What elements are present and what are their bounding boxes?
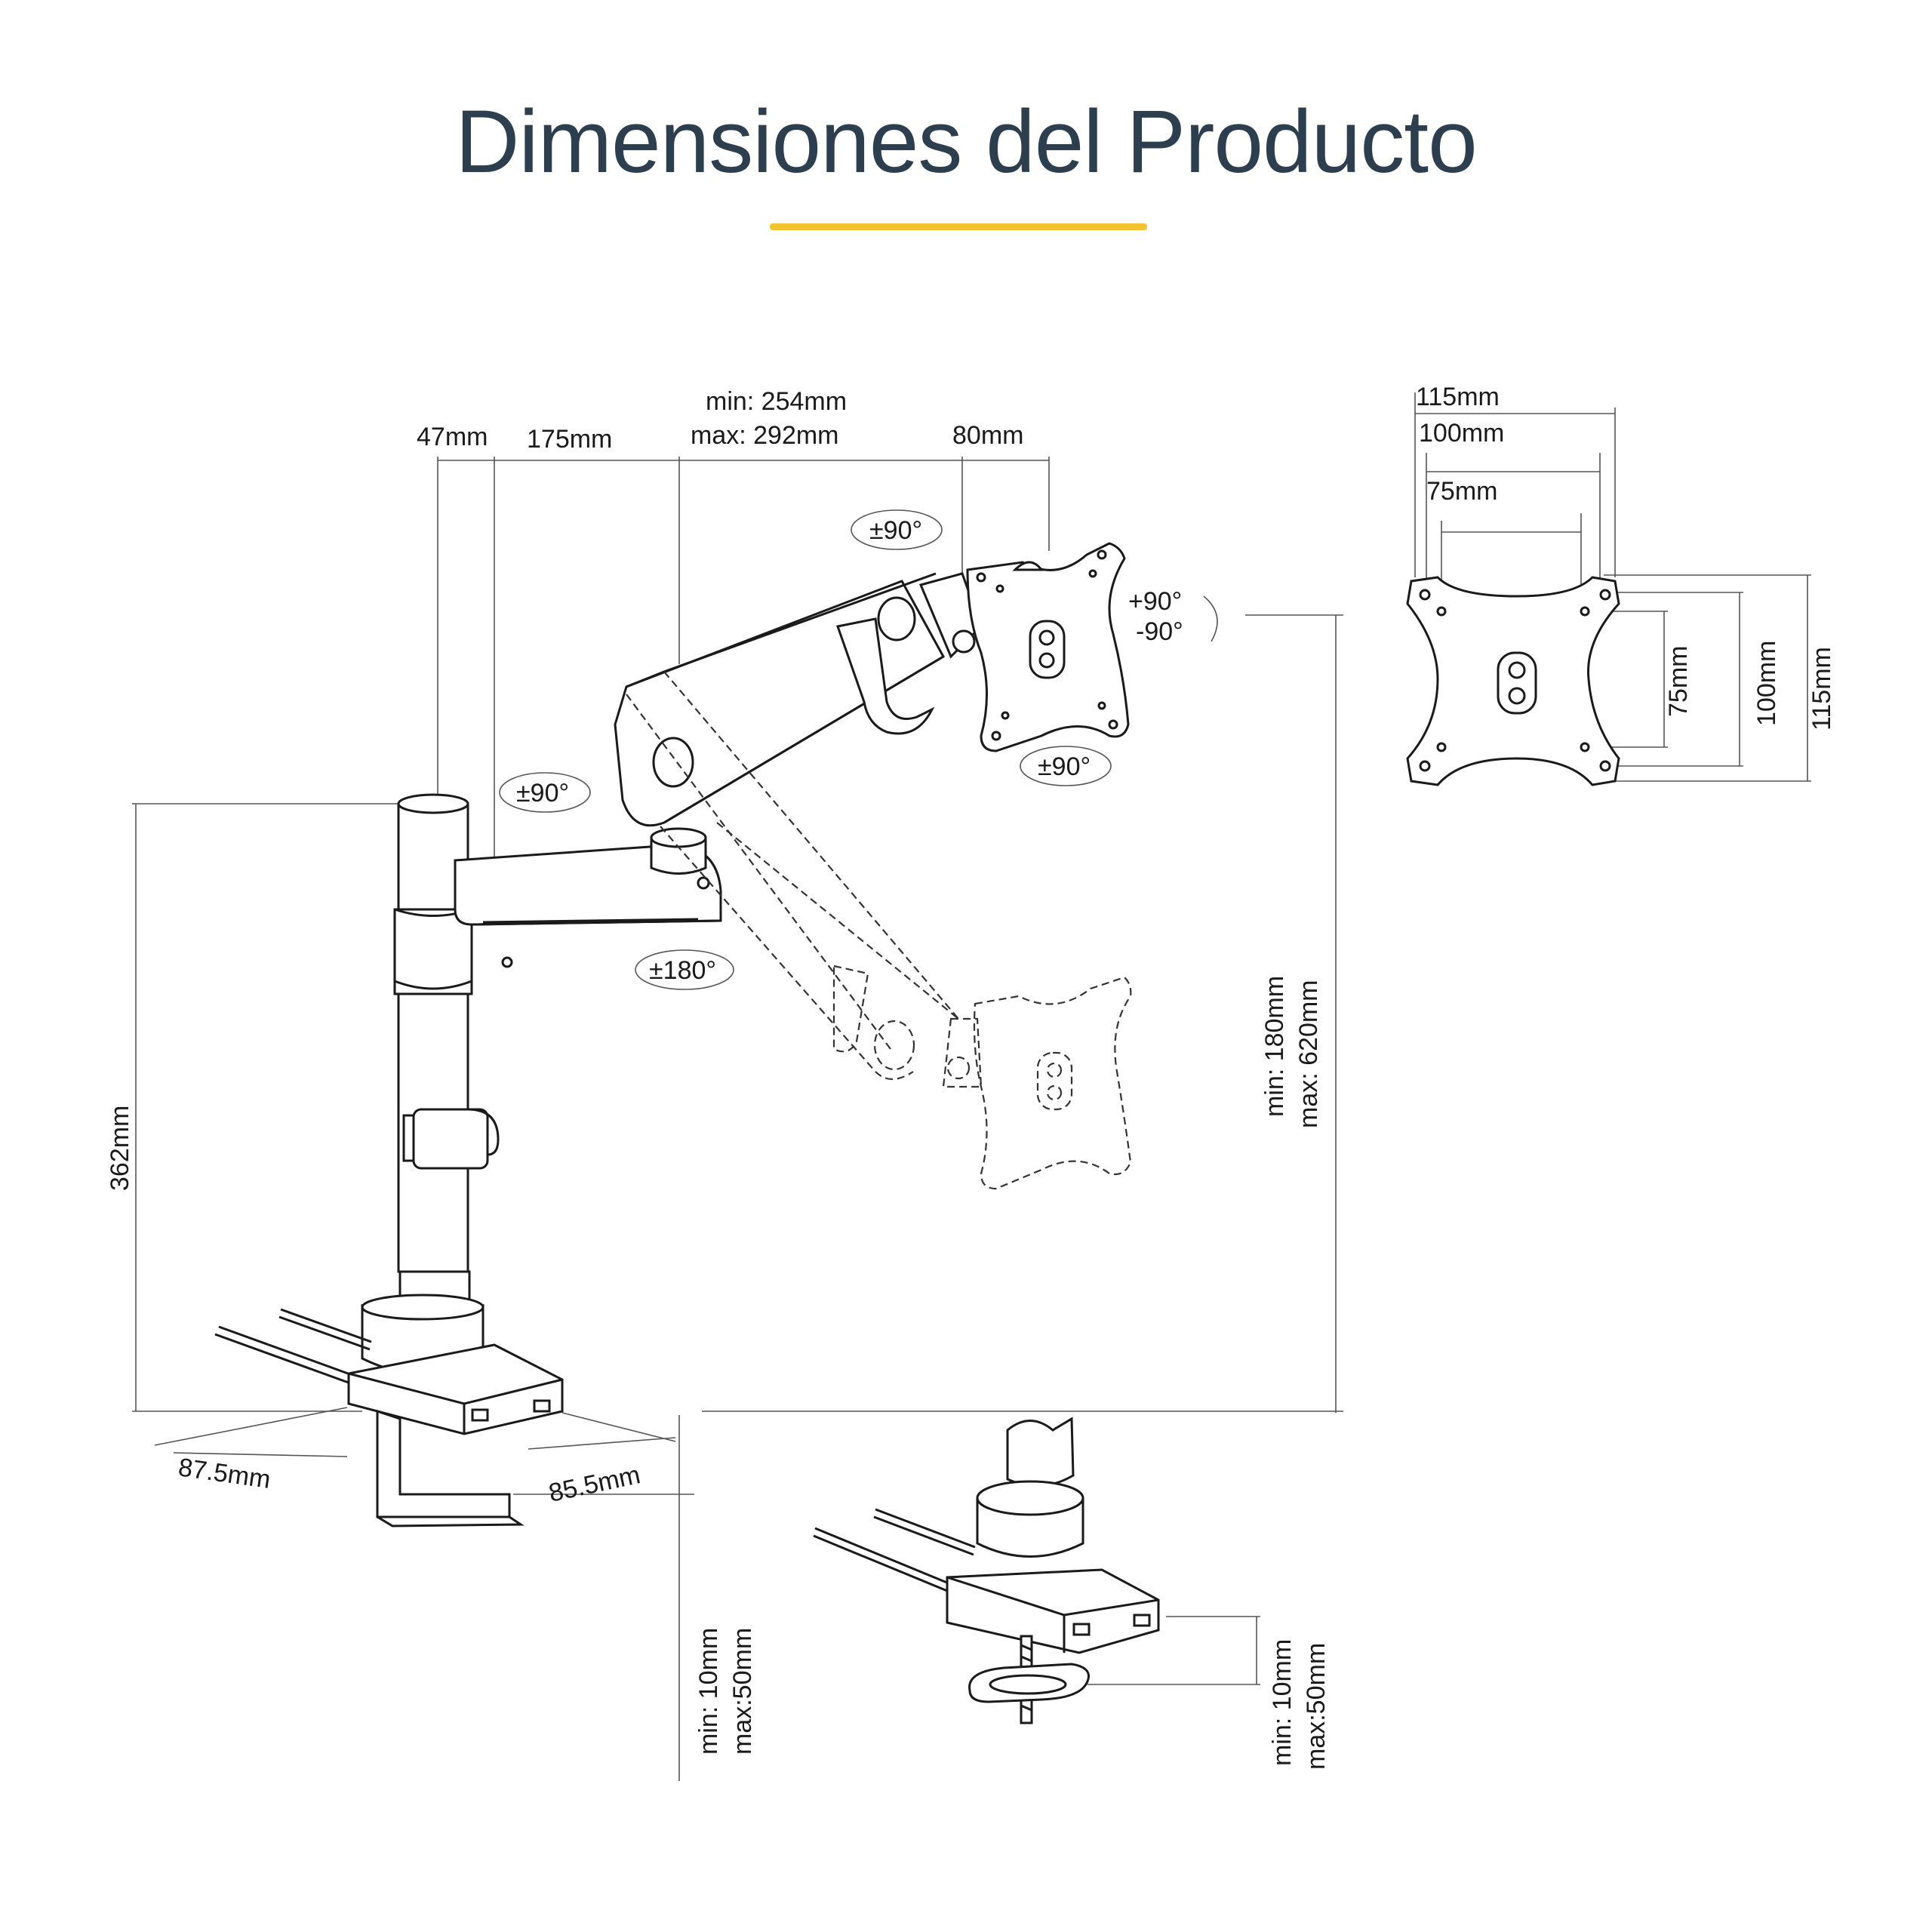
vesa-side-75: 75mm <box>1664 646 1693 717</box>
rot-swivel-pole: ±90° <box>516 779 569 808</box>
desk-rails <box>214 1308 372 1386</box>
rot-plate: ±90° <box>1038 752 1091 781</box>
dim-base-width: 85.5mm <box>546 1460 643 1508</box>
dim-arm-second-max: max: 292mm <box>691 421 839 450</box>
dim-base-depth: 87.5mm <box>177 1453 272 1494</box>
dim-pole-top: 47mm <box>417 423 488 451</box>
dim-pole-height: 362mm <box>106 1106 134 1191</box>
vesa-plate-down <box>973 976 1132 1190</box>
dim-grommet-min: min: 10mm <box>1268 1639 1297 1766</box>
dim-height-min: min: 180mm <box>1260 976 1289 1117</box>
page-title: Dimensiones del Producto <box>455 92 1477 192</box>
vesa-side-115: 115mm <box>1807 647 1836 731</box>
vesa-side-100: 100mm <box>1752 641 1781 726</box>
first-arm <box>454 827 722 926</box>
rot-tilt-minus: -90° <box>1136 617 1183 646</box>
pole-height-dimension <box>132 803 434 1412</box>
dim-head: 80mm <box>952 421 1023 450</box>
base-clamp <box>347 1343 564 1527</box>
grommet-detail <box>813 1417 1260 1724</box>
vesa-plate-up <box>966 542 1130 752</box>
vesa-top-75: 75mm <box>1426 477 1497 506</box>
base-dimension-lines <box>154 1407 694 1781</box>
second-arm-up <box>614 572 983 827</box>
dim-height-max: max: 620mm <box>1294 980 1323 1129</box>
total-height-dimension <box>702 614 1343 1413</box>
dim-arm-first: 175mm <box>527 425 612 454</box>
vesa-top-100: 100mm <box>1419 419 1504 448</box>
dim-clamp-min: min: 10mm <box>694 1628 723 1755</box>
dim-grommet-max: max:50mm <box>1302 1643 1331 1770</box>
rot-swivel-base: ±180° <box>649 956 716 985</box>
vesa-top-115: 115mm <box>1416 383 1500 411</box>
rotation-ellipses <box>499 509 1218 990</box>
top-dimension-lines <box>437 457 1050 860</box>
title-underline <box>770 223 1147 230</box>
rot-tilt-top: ±90° <box>869 516 922 545</box>
vesa-detail <box>1406 392 1811 786</box>
second-arm-down <box>626 671 983 1088</box>
dim-clamp-max: max:50mm <box>728 1628 757 1755</box>
rot-tilt-plus: +90° <box>1128 587 1182 616</box>
dim-arm-second-min: min: 254mm <box>706 387 847 416</box>
